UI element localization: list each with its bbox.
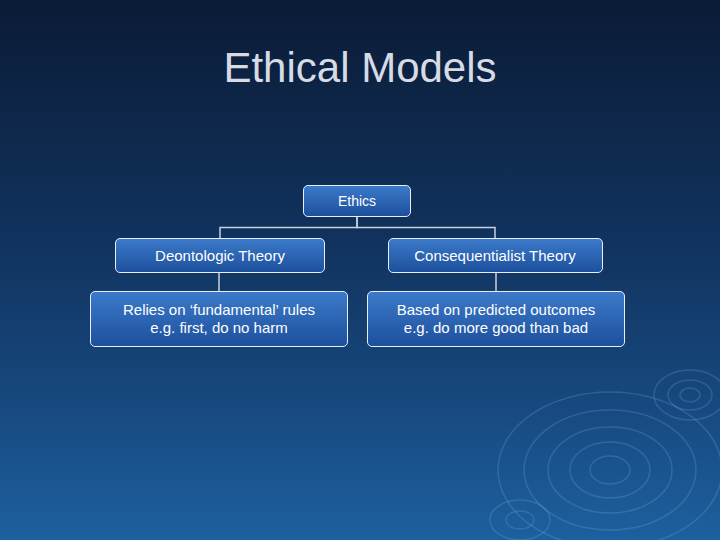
ripple-ring [680,388,700,402]
box-label: Consequentialist Theory [414,247,575,265]
tree-connector [495,273,497,291]
box-label: e.g. do more good than bad [404,319,588,337]
ripple-rings [490,370,720,540]
ripple-ring [498,392,720,540]
box-label: Ethics [338,193,376,210]
box-label: e.g. first, do no harm [150,319,288,337]
concept-box: Relies on ‘fundamental’ rulese.g. first,… [90,291,348,347]
ripple-ring [590,456,630,484]
box-label: Deontologic Theory [155,247,285,265]
ripple-ring [668,380,712,410]
box-label: Relies on ‘fundamental’ rules [123,301,315,319]
ripple-ring [548,427,672,513]
ripple-ring [570,442,650,498]
ripple-ring [524,410,696,530]
box-label: Based on predicted outcomes [397,301,595,319]
tree-connector [218,273,220,291]
concept-box: Deontologic Theory [115,238,325,273]
root-box: Ethics [303,185,411,217]
concept-box: Consequentialist Theory [388,238,603,273]
diagram-title: Ethical Models [0,44,720,92]
tree-connector [357,217,495,238]
concept-box: Based on predicted outcomese.g. do more … [367,291,625,347]
tree-connector [220,217,357,238]
ripple-ring [506,511,534,529]
ripple-ring [490,500,550,540]
ripple-ring [654,370,720,420]
